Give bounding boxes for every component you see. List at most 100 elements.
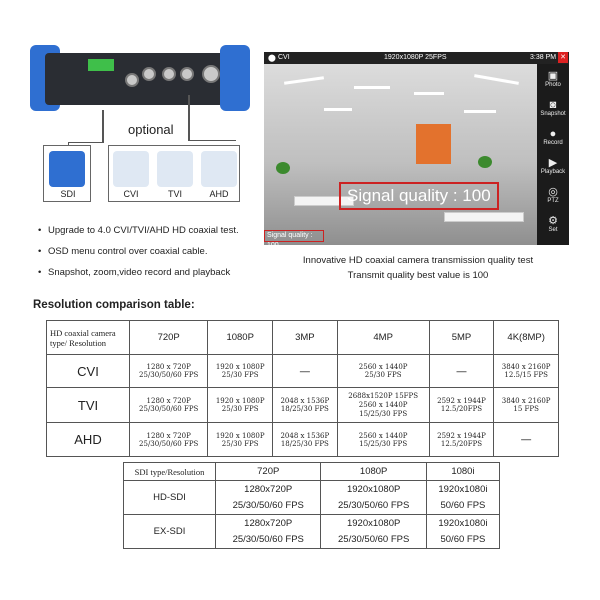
sdi-connector-box: SDI <box>43 145 91 202</box>
cell-line: 3840 x 2160P <box>501 363 551 371</box>
table-cell: — <box>272 354 338 388</box>
feature-list: Upgrade to 4.0 CVI/TVI/AHD HD coaxial te… <box>38 220 239 283</box>
cell-line: 1280x720P <box>244 517 293 529</box>
screen-status-bar: ⬤ CVI 1920x1080P 25FPS 3:38 PM ✕ <box>264 52 569 64</box>
cell-line: 18/25/30 FPS <box>280 405 329 413</box>
bnc-port <box>162 67 176 81</box>
cell-line: 2560 x 1440P <box>358 400 408 409</box>
column-header: 1080i <box>425 462 501 481</box>
feature-item: OSD menu control over coaxial cable. <box>38 241 239 262</box>
section-title: Resolution comparison table: <box>33 299 195 311</box>
feature-item: Upgrade to 4.0 CVI/TVI/AHD HD coaxial te… <box>38 220 239 241</box>
menu-photo[interactable]: ▣Photo <box>537 70 569 88</box>
desk <box>294 196 354 206</box>
cell-line: 25/30/50/60 FPS <box>139 405 199 413</box>
cell-line: — <box>299 364 311 378</box>
sdi-camera-icon <box>49 151 85 187</box>
menu-label: Playback <box>540 169 566 175</box>
menu-label: Photo <box>545 82 561 88</box>
menu-snapshot[interactable]: ◙Snapshot <box>537 99 569 117</box>
ceiling-light <box>474 74 519 85</box>
connector-label-sdi: SDI <box>60 189 76 199</box>
cell-line: 2048 x 1536P <box>280 397 330 405</box>
tester-device-top-view <box>30 45 250 115</box>
menu-label: Set <box>548 227 558 233</box>
callout-line <box>188 140 236 141</box>
menu-label: Record <box>543 140 563 146</box>
cell-line: 25/30 FPS <box>221 405 259 413</box>
sdi-resolution-table: SDI type/Resolution 720P 1080P 1080i HD-… <box>123 462 501 549</box>
cell-line: 1280 x 720P <box>146 397 191 405</box>
table-corner-header: SDI type/Resolution <box>123 462 216 481</box>
optional-connectors-box: CVI TVI AHD <box>108 145 240 202</box>
menu-playback[interactable]: ▶Playback <box>537 157 569 175</box>
cell-line: 50/60 FPS <box>440 499 486 511</box>
cell-line: 2592 x 1944P <box>437 397 486 405</box>
dome-camera-icon <box>113 151 149 187</box>
row-header: CVI <box>46 354 130 388</box>
cell-line: 25/30 FPS <box>221 371 259 379</box>
bnc-port <box>142 67 156 81</box>
cell-line: 12.5/15 FPS <box>504 371 548 379</box>
column-header: 720P <box>128 320 209 355</box>
cell-line: 25/30 FPS <box>364 371 402 379</box>
cell-line: 1280 x 720P <box>146 363 191 371</box>
cell-line: 3840 x 2160P <box>501 397 551 405</box>
ceiling-light <box>283 76 325 85</box>
row-header: HD-SDI <box>123 480 216 515</box>
cell-line: 25/30/50/60 FPS <box>232 533 304 545</box>
plant <box>478 156 492 168</box>
screen-side-menu: ▣Photo ◙Snapshot ●Record ▶Playback ◎PTZ … <box>537 64 569 245</box>
cell-line: 2688x1520P 15FPS <box>348 391 419 400</box>
cell-line: 1280 x 720P <box>146 431 191 440</box>
row-header: AHD <box>46 422 130 457</box>
ptz-icon: ◎ <box>548 186 558 198</box>
optional-label: optional <box>128 122 174 137</box>
column-header: 1080P <box>207 320 274 355</box>
record-icon: ● <box>549 128 557 140</box>
corner-line: HD coaxial camera <box>50 327 116 338</box>
connector-label-tvi: TVI <box>167 189 182 199</box>
table-cell: — <box>493 422 559 457</box>
menu-ptz[interactable]: ◎PTZ <box>537 186 569 204</box>
bnc-port <box>180 67 194 81</box>
dome-camera-icon <box>201 151 237 187</box>
column-header: 4MP <box>336 320 430 355</box>
callout-line <box>188 95 190 140</box>
row-header: TVI <box>46 387 130 423</box>
cell-line: 1920 x 1080P <box>215 397 265 405</box>
caption-line-2: Transmit quality best value is 100 <box>347 270 489 281</box>
column-header: 720P <box>214 462 322 481</box>
clock-label: 3:38 PM <box>530 54 557 61</box>
column-header: 4K(8MP) <box>493 320 559 355</box>
menu-label: Snapshot <box>540 111 566 117</box>
signal-quality-display: Signal quality : 100 <box>339 182 499 210</box>
cell-line: — <box>520 433 532 446</box>
connector-label-cvi: CVI <box>123 189 139 199</box>
bullet-camera-icon <box>157 151 193 187</box>
menu-set[interactable]: ⚙Set <box>537 215 569 233</box>
cell-line: 1920x1080P <box>346 483 401 495</box>
cell-line: 50/60 FPS <box>440 533 486 545</box>
terminal-block <box>88 59 114 71</box>
cell-line: 2048 x 1536P <box>280 431 330 440</box>
cell-line: 15 FPS <box>513 405 539 413</box>
feature-item: Snapshot, zoom,video record and playback <box>38 262 239 283</box>
close-icon[interactable]: ✕ <box>558 52 568 63</box>
menu-record[interactable]: ●Record <box>537 128 569 146</box>
